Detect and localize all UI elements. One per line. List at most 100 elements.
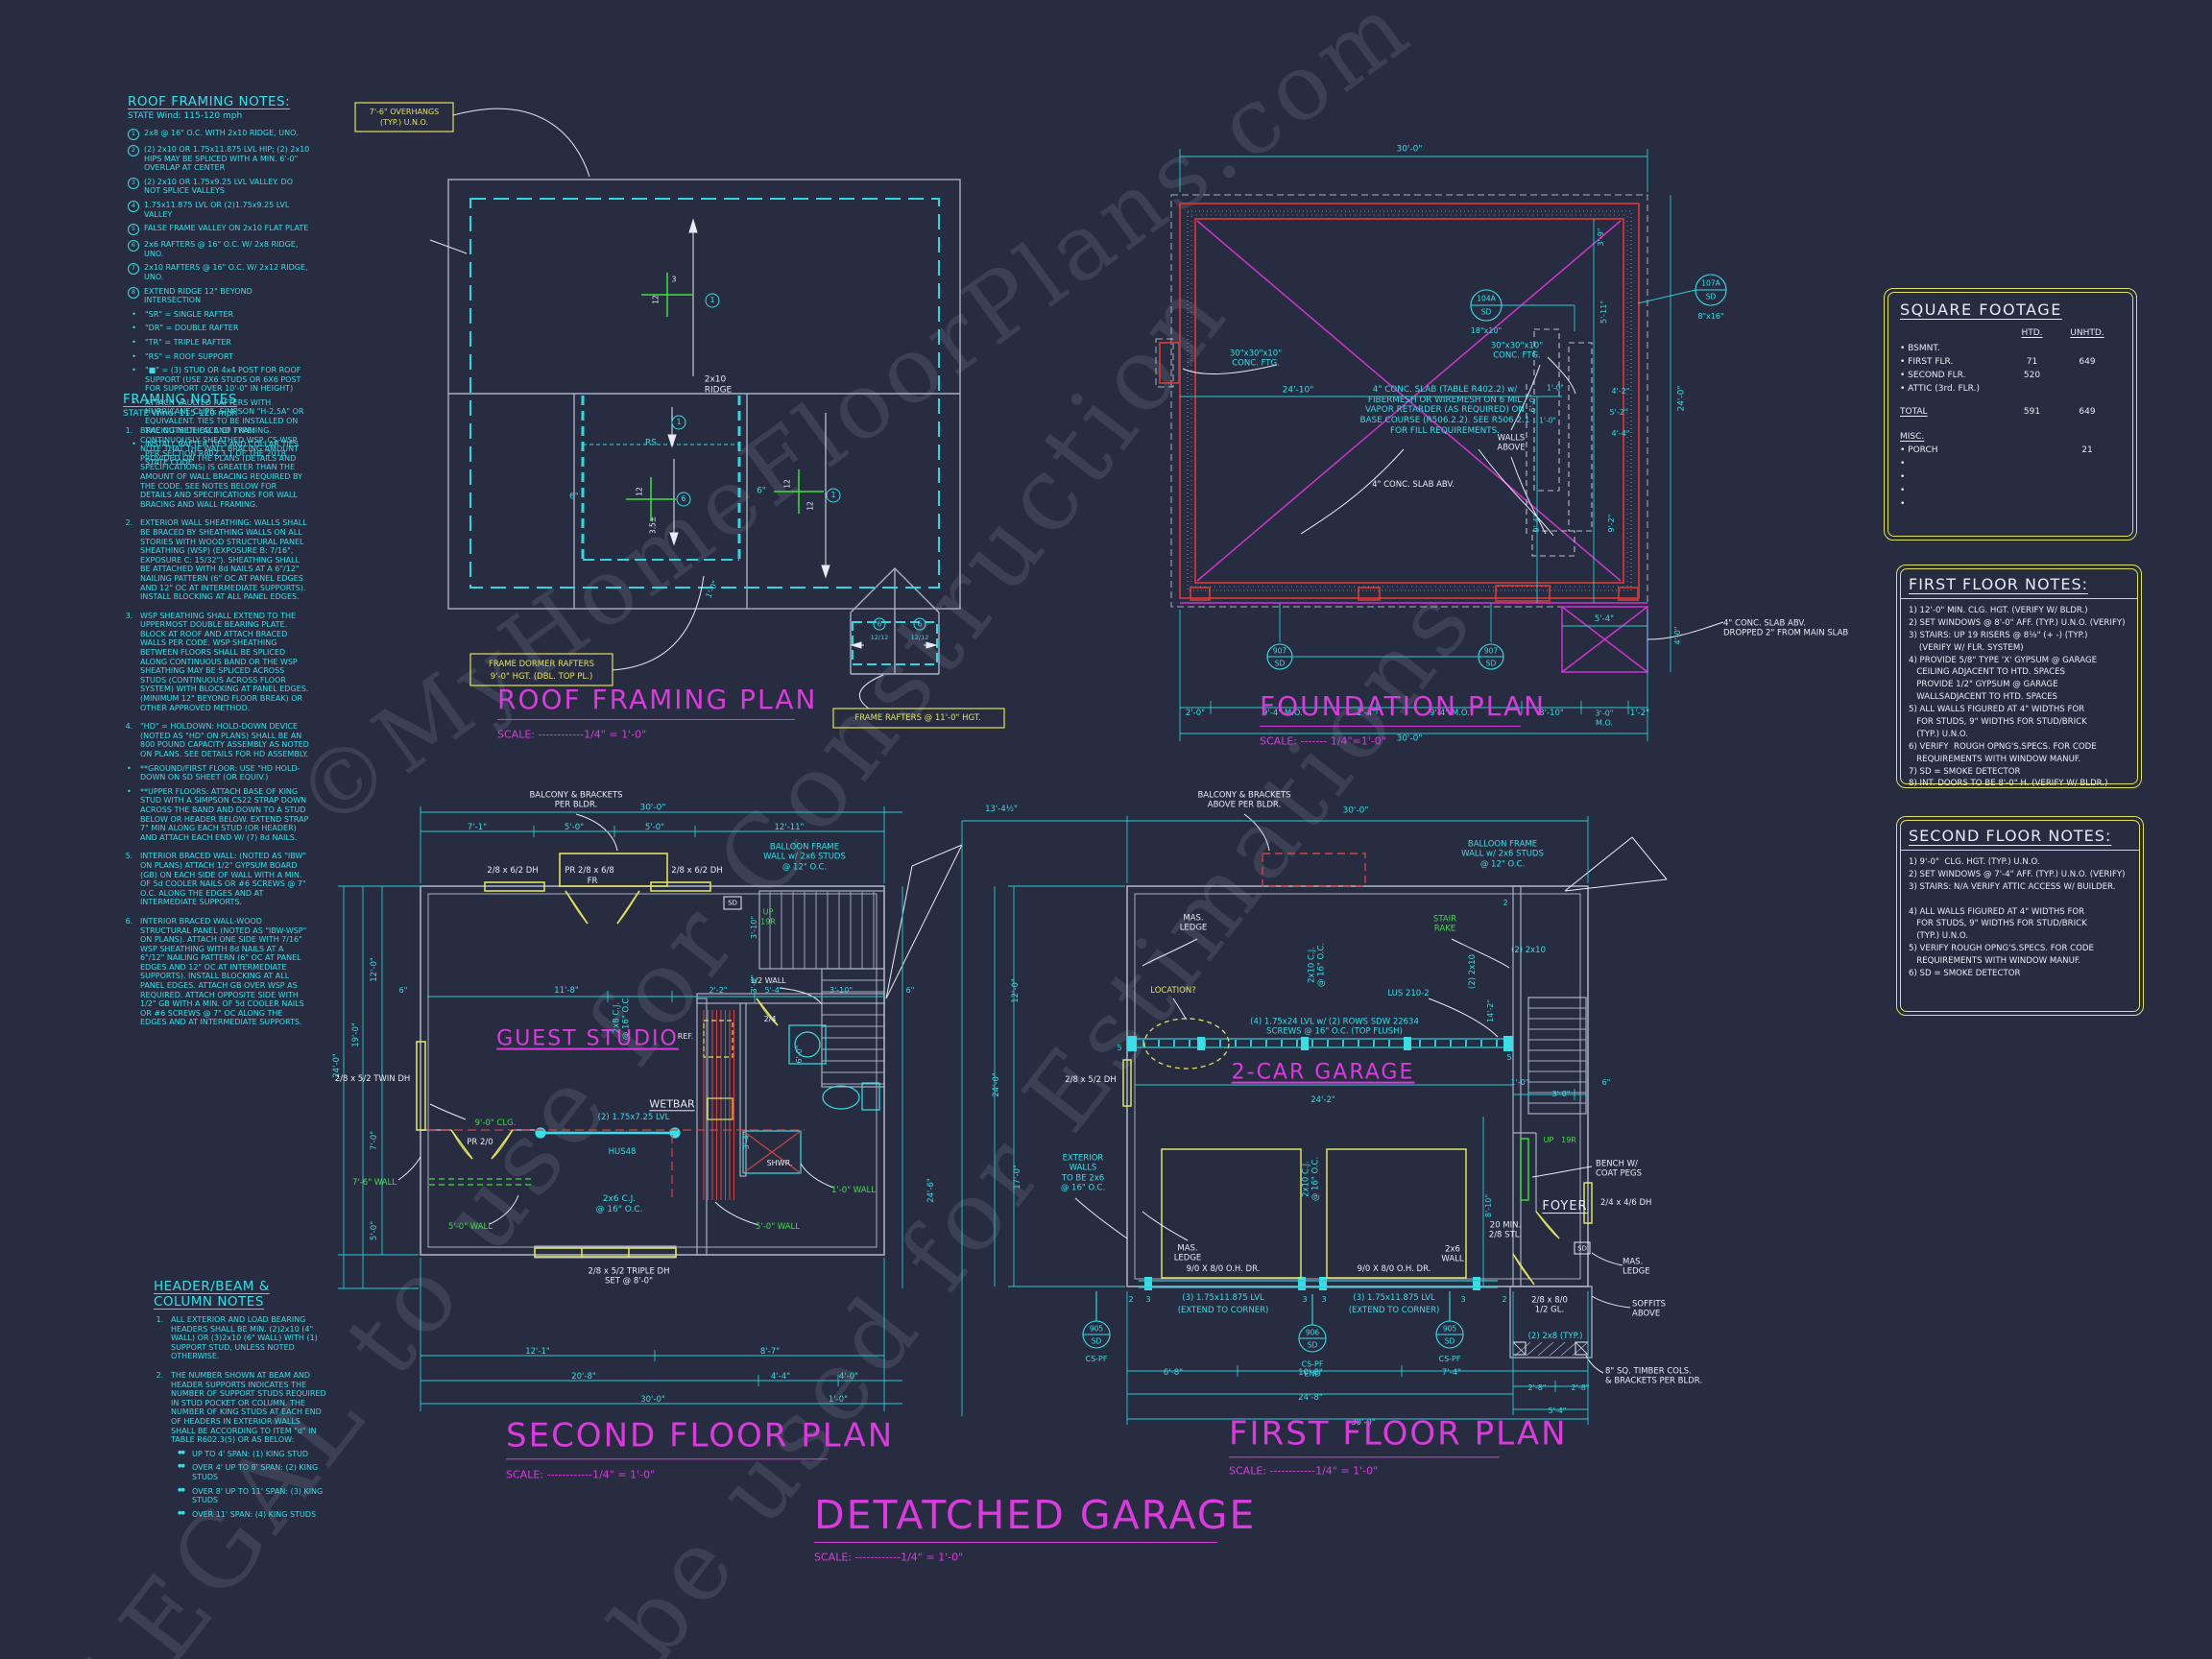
plan-label: 2 bbox=[1503, 899, 1508, 908]
roof-plan-walls bbox=[447, 179, 961, 675]
square-footage-row: • bbox=[1900, 499, 1906, 509]
plan-label: 24'-10" bbox=[1282, 385, 1314, 396]
plan-label: LOCATION? bbox=[1150, 985, 1196, 996]
plan-label: (TYP.) U.N.O. bbox=[379, 118, 429, 128]
plan-label: 20'-8" bbox=[571, 1371, 596, 1382]
plan-label: UP bbox=[1543, 1136, 1554, 1145]
plan-label: 14'-2" bbox=[1486, 998, 1496, 1023]
plan-label: 104A bbox=[1477, 294, 1496, 303]
plan-label: 907 bbox=[1483, 646, 1499, 656]
plan-label: 2x6 WALL bbox=[1441, 1244, 1464, 1264]
plan-label: 9'-2" bbox=[1607, 514, 1617, 533]
note-block: ROOF FRAMING NOTES:STATE Wind: 115-120 m… bbox=[128, 94, 310, 468]
plan-label: EXTERIOR WALLS TO BE 2x6 @ 16" O.C. bbox=[1060, 1153, 1106, 1193]
plan-label: 1'-0" bbox=[1547, 383, 1564, 393]
second-floor-notes-box: SECOND FLOOR NOTES: 1) 9'-0" CLG. HGT. (… bbox=[1896, 816, 2144, 1016]
plan-label: (2) 2x8 (TYP.) bbox=[1527, 1331, 1583, 1341]
plan-label: FRAME DORMER RAFTERS bbox=[488, 659, 595, 669]
plan-label: RS bbox=[645, 438, 657, 448]
plan-label: 4" CONC. SLAB ABV. DROPPED 2" FROM MAIN … bbox=[1723, 618, 1849, 638]
plan-label: 7'-6" WALL bbox=[351, 1177, 397, 1188]
plan-label: PR 2/0 bbox=[467, 1137, 493, 1147]
plan-label: 7'-6" OVERHANGS bbox=[369, 108, 440, 117]
foundation-walls bbox=[1159, 203, 1640, 602]
square-footage-row: • BSMNT. bbox=[1900, 344, 1940, 353]
plan-title-scale: SCALE: ------------1/4" = 1'-0" bbox=[497, 728, 647, 741]
roof-plan-overhang bbox=[469, 198, 940, 665]
plan-label: GUEST STUDIO bbox=[496, 1026, 679, 1051]
plan-label: 2/8 x 5/2 TWIN DH bbox=[334, 1073, 411, 1084]
plan-label: 20 MIN. 2/8 STL. bbox=[1488, 1220, 1523, 1240]
plan-label: 6" bbox=[757, 486, 766, 496]
plan-label: 9/0 X 8/0 O.H. DR. bbox=[1186, 1263, 1261, 1274]
plan-label: PR 2/8 x 6/8 bbox=[565, 865, 614, 876]
plan-label: 24'-6" bbox=[926, 1178, 936, 1203]
plan-label: 6'-0" bbox=[795, 1045, 805, 1064]
plan-label: BALLOON FRAME WALL w/ 2x6 STUDS @ 12" O.… bbox=[1461, 839, 1544, 870]
ff-beam bbox=[1127, 1038, 1513, 1048]
note-item: 2.THE NUMBER SHOWN AT BEAM AND HEADER SU… bbox=[156, 1370, 326, 1445]
plan-label: BALCONY & BRACKETS ABOVE PER BLDR. bbox=[1197, 790, 1291, 810]
plan-label: (EXTEND TO CORNER) bbox=[1177, 1305, 1269, 1315]
note-item: •"TR" = TRIPLE RAFTER bbox=[132, 337, 231, 347]
ff-bottom-wall bbox=[1139, 1280, 1498, 1288]
plan-label: 4'-0" bbox=[838, 1371, 859, 1382]
note-item: •**UPPER FLOORS: ATTACH BASE OF KING STU… bbox=[127, 786, 309, 842]
plan-label: 5'-11" bbox=[1599, 300, 1609, 325]
plan-label: 3'-10" bbox=[829, 986, 854, 996]
plan-label: 5'-0" WALL bbox=[755, 1221, 801, 1232]
plan-label: 2/8 x 8/0 1/2 GL. bbox=[1531, 1295, 1568, 1315]
plan-label: 9'-4" M.O. bbox=[1262, 708, 1303, 718]
note-item: 4."HD" = HOLDOWN: HOLD-DOWN DEVICE (NOTE… bbox=[125, 722, 309, 758]
plan-label: 2/4 bbox=[763, 1015, 777, 1024]
plan-label: SD bbox=[1480, 307, 1492, 317]
plan-label: RIDGE bbox=[704, 385, 733, 396]
note-item: 1.ALL EXTERIOR AND LOAD BEARING HEADERS … bbox=[156, 1315, 318, 1361]
plan-label: 3 bbox=[671, 275, 677, 284]
plan-label: 3'-9" bbox=[1597, 228, 1606, 247]
plan-label: FR bbox=[587, 876, 598, 886]
plan-label: (2) 1.75x7.25 LVL bbox=[597, 1112, 670, 1122]
plan-label: 12'-11" bbox=[774, 822, 805, 832]
note-item: •"RS" = ROOF SUPPORT bbox=[132, 351, 233, 361]
plan-label: 4'-0" bbox=[1673, 626, 1683, 645]
foundation-outline-dashed bbox=[1155, 194, 1648, 608]
plan-label: 9'-0" CLG. bbox=[474, 1118, 517, 1128]
plan-label: FRAME RAFTERS @ 11'-0" HGT. bbox=[854, 712, 981, 723]
plan-label: (3) 1.75x11.875 LVL bbox=[1182, 1292, 1264, 1303]
plan-label: 6'-8" bbox=[1163, 1367, 1184, 1378]
plan-title: SECOND FLOOR PLAN bbox=[506, 1416, 892, 1460]
plan-label: 5'-0" bbox=[369, 1220, 379, 1241]
note-block-subtitle: STATE Wind: 115-120 mph bbox=[128, 111, 243, 121]
plan-label: 906 bbox=[1305, 1328, 1320, 1337]
plan-label: BENCH W/ COAT PEGS bbox=[1596, 1159, 1643, 1179]
roof-plan-arrows bbox=[429, 108, 938, 709]
plan-label: 30'-0" bbox=[640, 1394, 665, 1405]
note-block-subtitle: STATE Wind: 115-120 mph bbox=[123, 409, 238, 419]
plan-label: 2'-2" bbox=[709, 986, 728, 996]
square-footage-title: SQUARE FOOTAGE bbox=[1900, 301, 2062, 319]
square-footage-row: • SECOND FLR.520 bbox=[1900, 371, 2041, 380]
plan-label: 1'-2" bbox=[1629, 708, 1650, 718]
plan-label: 2x10 C.J. @ 16" O.C. bbox=[1307, 942, 1327, 988]
square-footage-row: • bbox=[1900, 486, 1906, 495]
plan-label: 24'-8" bbox=[1298, 1392, 1323, 1403]
note-item: ●●OVER 8' UP TO 11' SPAN: (3) KING STUDS bbox=[178, 1486, 324, 1505]
sf-white bbox=[397, 813, 963, 1226]
plan-label: SD bbox=[1577, 1244, 1587, 1253]
plan-label: 5'-2" bbox=[1609, 408, 1628, 418]
plan-label: MAS. LEDGE bbox=[1173, 1243, 1202, 1263]
plan-label: 2-CAR GARAGE bbox=[1231, 1060, 1415, 1085]
plan-label: 4'-4" bbox=[770, 1371, 791, 1382]
plan-label: 6" bbox=[1601, 1078, 1611, 1088]
roof-slope-symbols bbox=[626, 273, 824, 521]
plan-label: WALLS ABOVE bbox=[1497, 433, 1526, 453]
plan-label: 1'-4" bbox=[1356, 708, 1377, 718]
plan-label: 5'-0" bbox=[644, 822, 665, 832]
